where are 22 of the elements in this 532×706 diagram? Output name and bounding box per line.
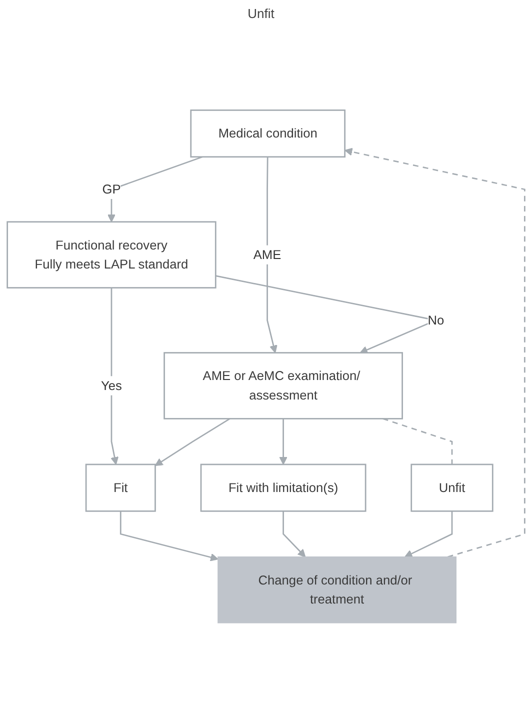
node-box: AME or AeMC examination/ assessment	[164, 352, 403, 420]
arrow	[404, 511, 453, 558]
connector	[382, 418, 453, 464]
edge-label: No	[428, 312, 444, 328]
arrow	[154, 418, 230, 466]
arrow	[344, 148, 526, 558]
edge-label: GP	[102, 182, 121, 196]
node-box: Unfit	[410, 464, 494, 512]
note-text: Unfit	[248, 6, 274, 21]
node-box: Fit	[85, 464, 156, 512]
node-box: Functional recovery Fully meets LAPL standard	[6, 221, 216, 288]
node-box: Medical condition	[190, 110, 346, 158]
edge-label: AME	[253, 247, 282, 262]
arrow	[110, 288, 119, 465]
arrow	[266, 156, 278, 354]
arrow	[107, 156, 203, 222]
node-box: Fit with limitation(s)	[200, 464, 366, 512]
arrow	[282, 511, 306, 558]
node-box: Change of condition and/or treatment	[218, 556, 456, 624]
arrow	[120, 511, 218, 562]
arrow	[279, 418, 288, 465]
edge-label: Yes	[101, 378, 122, 393]
